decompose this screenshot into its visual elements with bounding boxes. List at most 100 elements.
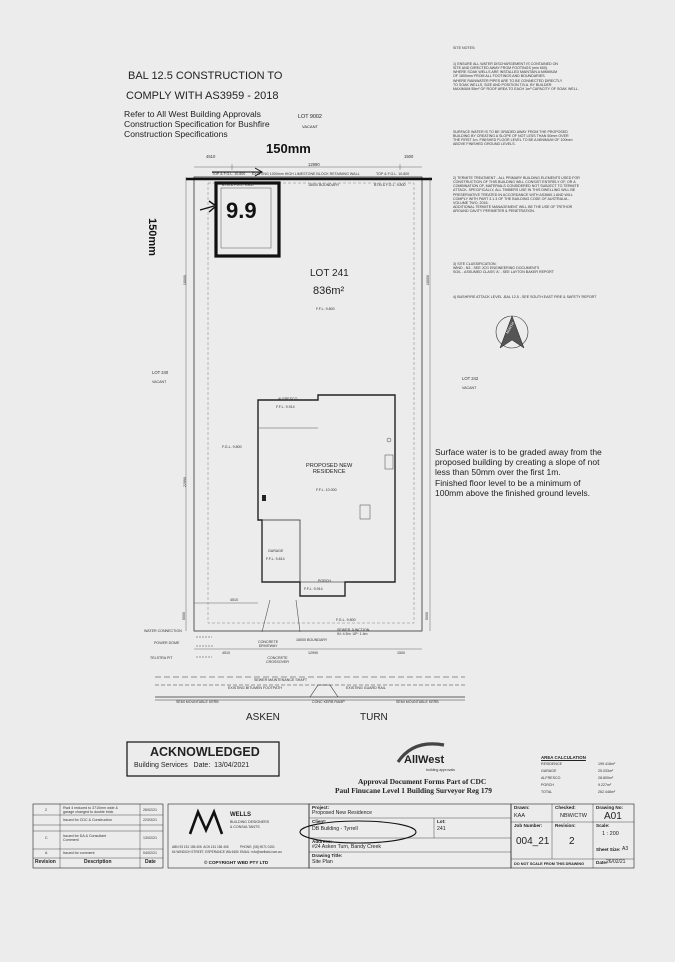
revision-row-desc: Issued for CDC & Construction (63, 818, 113, 822)
site-note-2: 2) TERMITE TREATMENT - ALL PRIMARY BUILD… (453, 176, 580, 213)
fgl-mid: F.G.L. 9.800 (222, 445, 242, 449)
dim-top-mid: 12990 (308, 162, 320, 167)
address-value: #24 Asken Turn, Bandy Creek (312, 844, 381, 850)
water-connection: WATER CONNECTION (144, 629, 182, 633)
revision-row-rev: A (45, 851, 48, 855)
area-row-name: PORCH (541, 783, 554, 787)
lot-label: Lot: (437, 819, 446, 824)
dim-4510-bottom: 4510 (222, 651, 230, 655)
dim-12990-bottom: 12990 (308, 651, 318, 655)
site-note-1: 1) ENSURE ALL WATER DISCHARGEMENT IS CON… (453, 62, 579, 91)
lot-9002-label: LOT 9002 (298, 114, 322, 120)
revision-row-date: 22/03/21 (143, 818, 157, 822)
porch-outline (299, 581, 346, 597)
job-value: 004_21 (516, 836, 550, 847)
revision-header-date: Date (145, 859, 156, 865)
allwest-tagline: building approvals (426, 768, 455, 772)
area-row-value: 28.800m² (598, 776, 614, 780)
project-label: Project: (312, 805, 330, 810)
lot-value: 241 (437, 826, 446, 832)
residence-ffl: F.F.L. 10.000 (316, 488, 337, 492)
site-notes-title: SITE NOTES: (453, 46, 476, 50)
job-label: Job Number: (514, 823, 543, 828)
dim-top-right: 1500 (404, 154, 414, 159)
area-row-value: 9.227m² (598, 783, 612, 787)
sheet-size-label: Sheet Size: (596, 847, 621, 852)
telstra-pit: TELSTRA PIT (150, 656, 173, 660)
sheet-size-value: A3 (622, 846, 629, 852)
wells-name: WELLS (230, 812, 251, 818)
client-label: Client: (312, 819, 327, 824)
dim-right-2: 5000 (424, 612, 429, 621)
revision-row-desc: Issued for comment (63, 851, 95, 855)
wells-phone: PHONE: (08) 9071 0151 (240, 845, 275, 849)
revision-row-date: 26/02/21 (143, 808, 157, 812)
dim-left-3: 5000 (181, 612, 186, 621)
hand-drawn-ellipse (299, 820, 417, 844)
btm-fgl-right: BTM & F.G.L. 9.800 (374, 183, 406, 187)
approval-line1: Approval Document Forms Part of CDC (358, 777, 487, 786)
wells-email: EMAIL: info@wellsbd.com.au (240, 850, 282, 854)
address-label: Address: (312, 839, 332, 844)
refer-note-line1: Refer to All West Building Approvals (124, 109, 261, 119)
drawing-title-value: Site Plan (312, 859, 333, 865)
lot-9002-vacant: VACANT (302, 124, 318, 129)
handwritten-dim-top: 150mm (266, 141, 311, 156)
lot-240-label: LOT 240 (152, 370, 169, 375)
lot-241-area: 836m² (313, 285, 345, 297)
hand-drawn-box (214, 181, 281, 258)
handwritten-dim-side: 150mm (146, 218, 158, 256)
dim-1500-bottom: 1500 (397, 651, 405, 655)
revision-label: Revision: (555, 823, 576, 828)
wells-sub1: BUILDING DESIGNERS (230, 820, 270, 824)
fgl-low: F.G.L. 9.800 (336, 618, 356, 622)
checked-value: NBW/CTW (560, 813, 587, 819)
setback-line (207, 182, 415, 624)
client-value: DB Building - Tyrrell (312, 826, 358, 832)
scale-label: Scale: (596, 823, 610, 828)
drawing-no-value: A01 (604, 811, 622, 822)
boundary-bottom: 18000 BOUNDARY (296, 638, 328, 642)
site-note-3: 3) SITE CLASSIFICATION: WIND - N3 - SEE … (453, 262, 554, 275)
stamp-border (126, 741, 280, 777)
date-label: Date: (596, 860, 608, 865)
area-row-value: 199.418m² (598, 762, 616, 766)
surface-water-note: Surface water is to be graded away from … (435, 447, 602, 498)
lot-242-label: LOT 242 (462, 376, 479, 381)
project-value: Proposed New Residence (312, 810, 372, 816)
date-value: 26/02/21 (606, 859, 626, 865)
revision-header-desc: Description (84, 859, 112, 865)
area-row-name: TOTAL (541, 790, 553, 794)
guard-rail: EXISTING GUARD RAIL (346, 686, 386, 690)
garage-ffl: F.F.L. 9.814 (266, 557, 285, 561)
allwest-brand: AllWest (404, 754, 445, 766)
kerb-right: SEMI MOUNTABLE KERB (396, 700, 439, 704)
area-row-name: GARAGE (541, 769, 557, 773)
revision-row-rev: 2 (45, 808, 47, 812)
boundary-top: 18000 BOUNDARY (308, 183, 340, 187)
revision-row-date: 04/02/21 (143, 851, 157, 855)
bal-note-line2: COMPLY WITH AS3959 - 2018 (126, 90, 279, 102)
sewer-junction: SEWER JUNCTION IN: 4.5m UP: 1.4m (337, 628, 370, 637)
house-outline (257, 394, 396, 597)
porch-ffl: F.F.L. 9.914 (304, 587, 323, 591)
revision-row-date: 13/02/21 (143, 836, 157, 840)
dim-4510-low: 4510 (230, 598, 238, 602)
dim-right-1: 18000 (425, 275, 430, 286)
top-fgl-right: TOP & F.G.L. 10.800 (376, 172, 410, 176)
refer-note-line2: Construction Specification for Bushfire (124, 119, 270, 129)
dim-left-2: 22990 (182, 477, 187, 488)
area-calc-title: AREA CALCULATION (541, 755, 586, 760)
acknowledged-stamp-line: Building Services Date: 13/04/2021 (134, 762, 250, 769)
revision-value: 2 (569, 836, 575, 847)
area-row-name: RESIDENCE (541, 762, 562, 766)
garage-outline (261, 519, 301, 583)
top-fgl-left: TOP & F.G.L. 10.800 (212, 172, 246, 176)
do-not-scale: DO NOT SCALE FROM THIS DRAWING (514, 862, 585, 866)
revision-row-desc: Rwd 4 reduced to 3710mm wide & garage ch… (63, 806, 118, 815)
street-name-1: ASKEN (246, 712, 280, 723)
wells-copyright: © COPYRIGHT WBD PTY LTD (204, 860, 269, 865)
area-row-name: ALFRESCO (541, 776, 561, 780)
